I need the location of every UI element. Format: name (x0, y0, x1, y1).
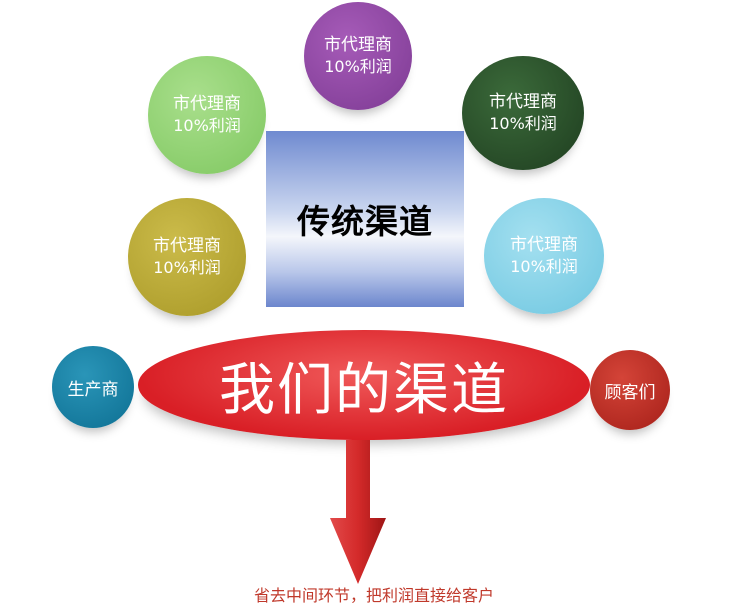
producer-bubble: 生产商 (52, 346, 134, 428)
agent-label: 市代理商 (324, 35, 392, 55)
agent-bubble-top-right: 市代理商 10%利润 (462, 56, 584, 170)
our-channel-label: 我们的渠道 (219, 357, 509, 423)
traditional-channel-title: 传统渠道 (297, 202, 433, 241)
agent-label: 市代理商 (153, 236, 221, 256)
profit-label: 10%利润 (173, 116, 241, 135)
customer-bubble: 顾客们 (590, 350, 670, 430)
profit-label: 10%利润 (489, 114, 557, 133)
our-channel-ellipse: 我们的渠道 (138, 330, 590, 440)
profit-label: 10%利润 (153, 258, 221, 277)
agent-label: 市代理商 (173, 94, 241, 114)
customer-label: 顾客们 (604, 382, 656, 403)
profit-label: 10%利润 (324, 57, 392, 76)
agent-bubble-top: 市代理商 10%利润 (304, 2, 412, 110)
agent-label: 市代理商 (510, 235, 578, 255)
caption-text: 省去中间环节，把利润直接给客户 (253, 586, 494, 605)
agent-bubble-top-left: 市代理商 10%利润 (148, 56, 266, 174)
agent-bubble-mid-left: 市代理商 10%利润 (128, 198, 246, 316)
traditional-channel-box: 传统渠道 (266, 131, 464, 307)
agent-label: 市代理商 (489, 92, 557, 112)
down-arrow-icon (330, 440, 386, 584)
agent-bubble-mid-right: 市代理商 10%利润 (484, 198, 604, 314)
producer-label: 生产商 (67, 379, 119, 400)
profit-label: 10%利润 (510, 257, 578, 276)
